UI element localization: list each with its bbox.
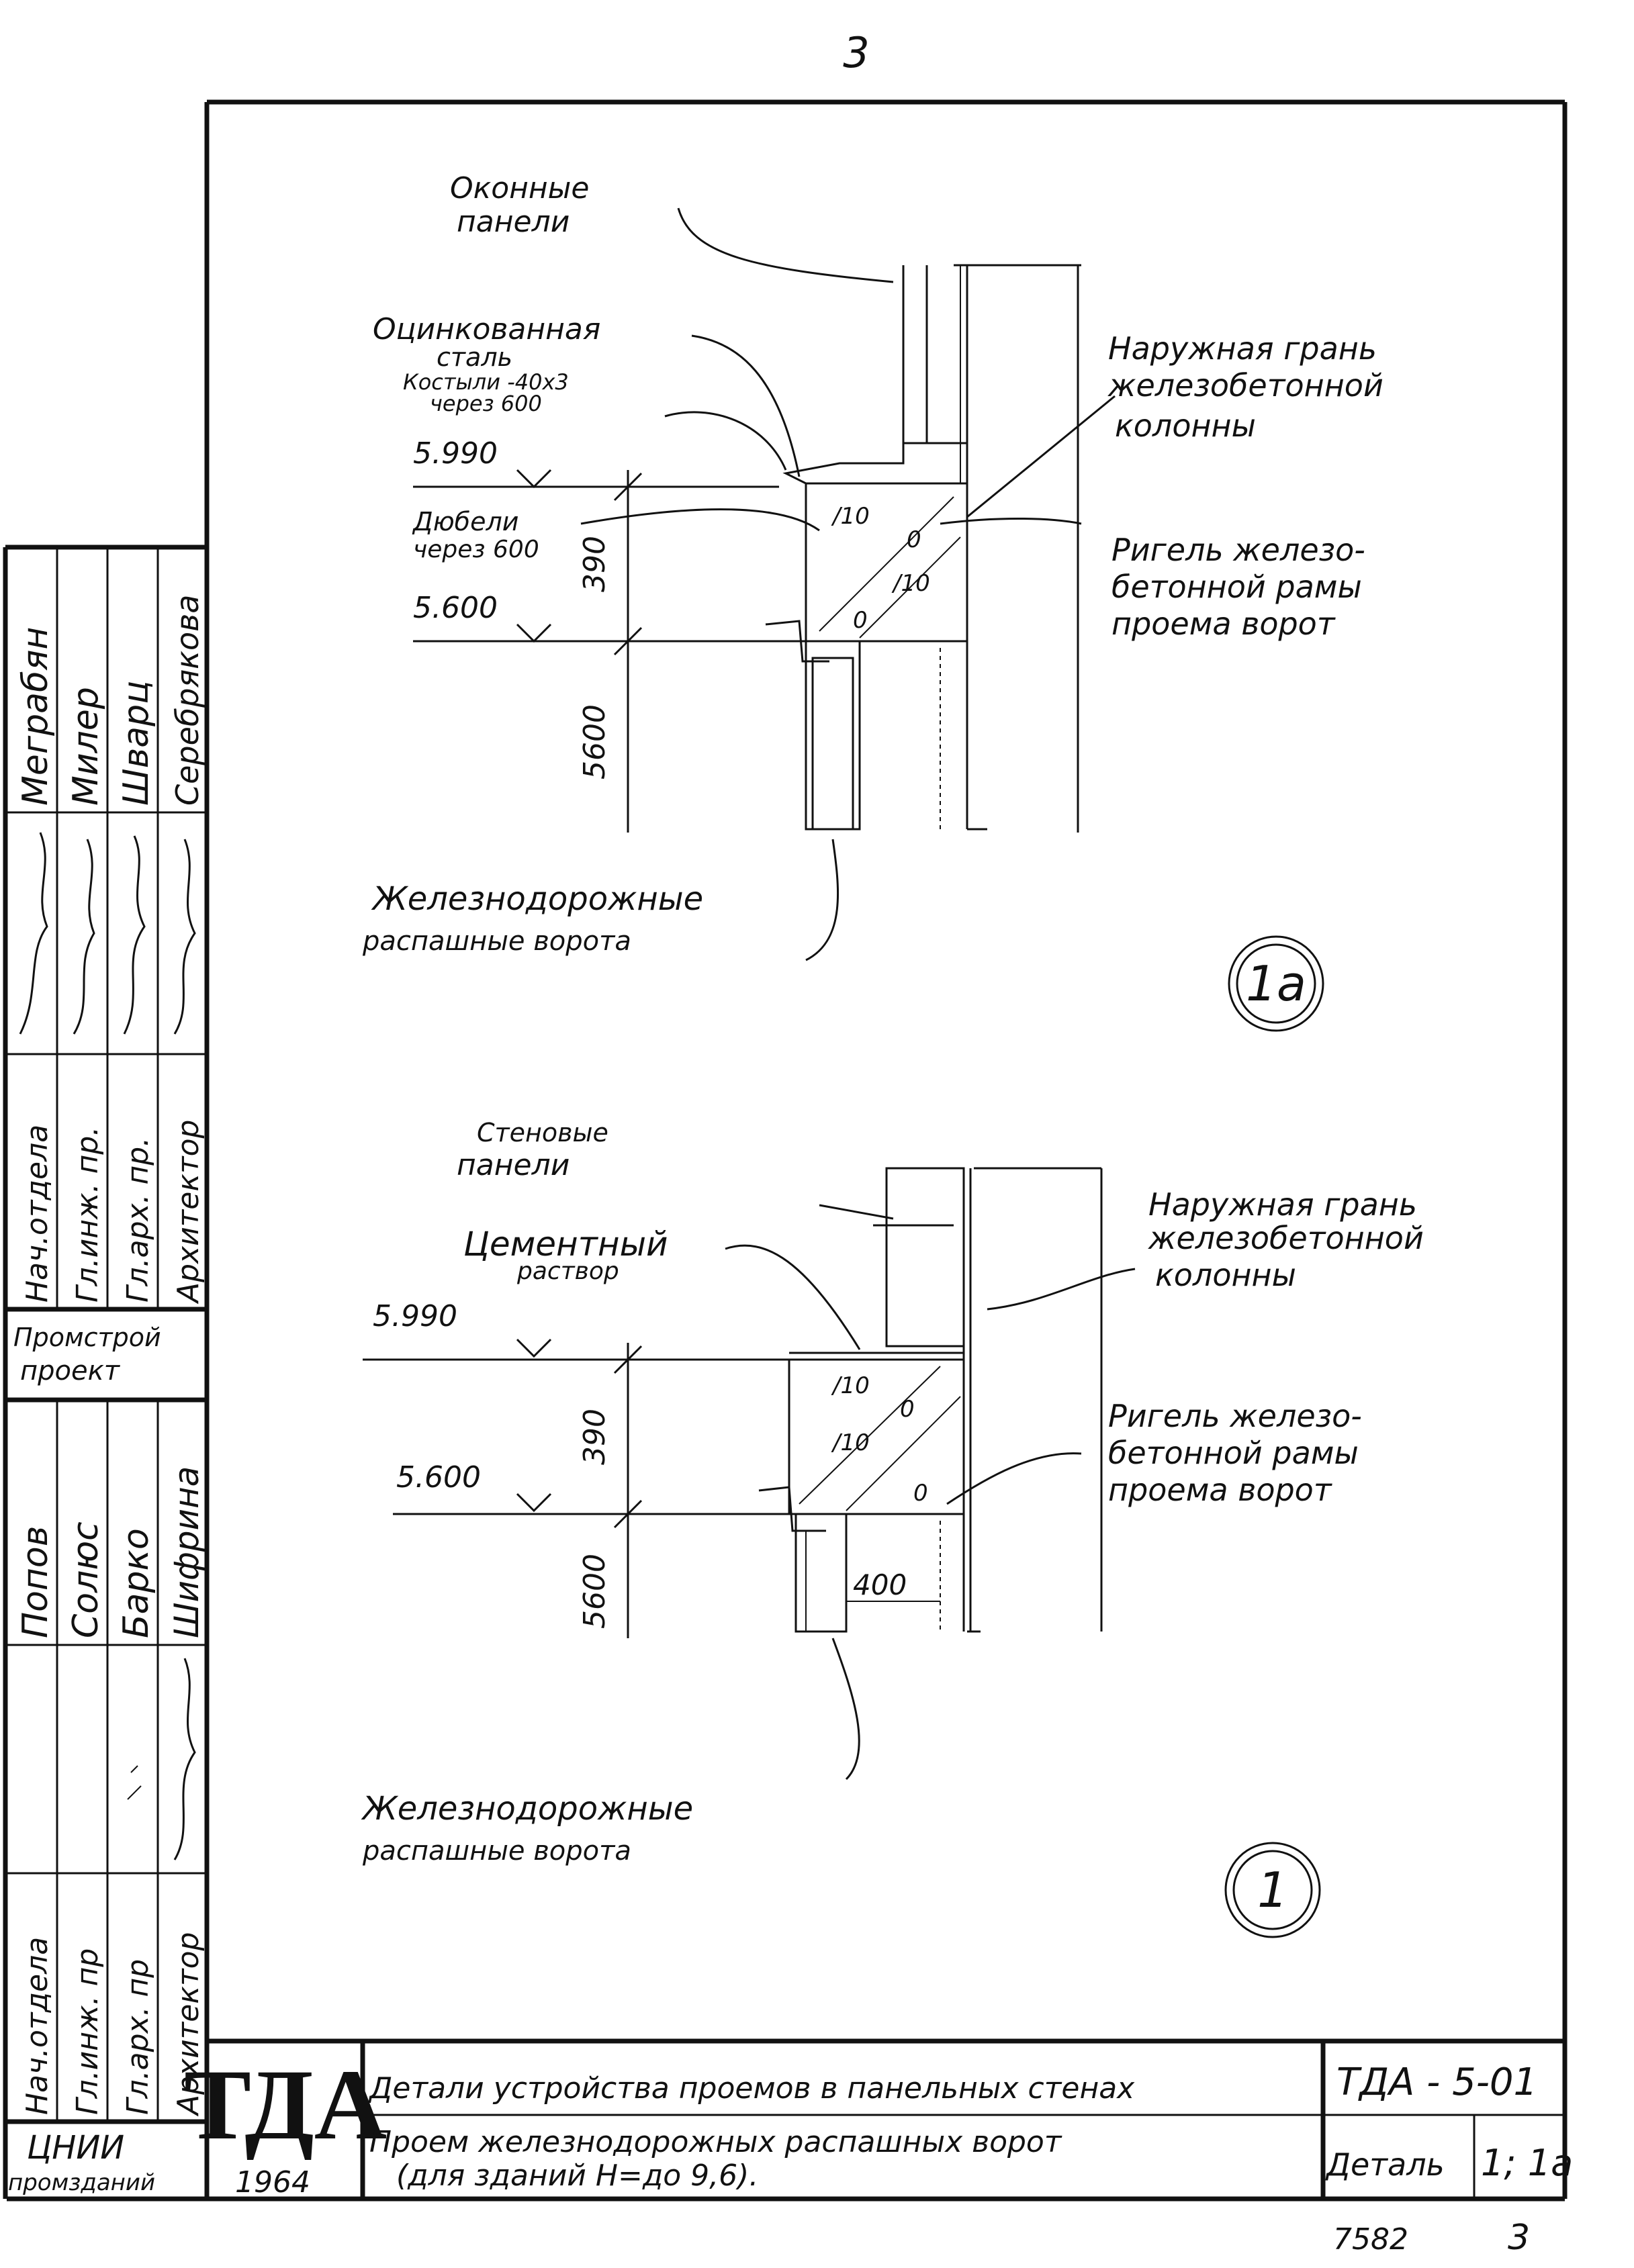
- svg-text:бетонной рамы: бетонной рамы: [1111, 569, 1362, 605]
- svg-text:Железнодорожные: Железнодорожные: [371, 880, 703, 918]
- svg-text:5.600: 5.600: [413, 591, 498, 625]
- title-line-3: (для зданий Н=до 9,6).: [396, 2159, 758, 2193]
- page-number: 3: [843, 28, 869, 77]
- title-line-2: Проем железнодорожных распашных ворот: [369, 2125, 1062, 2159]
- mark-1: 1: [1257, 1862, 1288, 1918]
- svg-text:Архитектор: Архитектор: [171, 1120, 206, 1305]
- svg-text:/10: /10: [891, 570, 930, 597]
- svg-text:панели: панели: [457, 205, 570, 239]
- svg-text:390: 390: [578, 536, 612, 592]
- svg-text:Архитектор: Архитектор: [171, 1932, 206, 2117]
- svg-text:Милер: Милер: [66, 687, 106, 806]
- svg-text:раствор: раствор: [516, 1258, 619, 1285]
- svg-text:Наружная грань: Наружная грань: [1148, 1186, 1417, 1223]
- svg-text:5600: 5600: [578, 1554, 612, 1629]
- svg-text:Нач.отдела: Нач.отдела: [20, 1937, 54, 2115]
- svg-text:колонны: колонны: [1155, 1257, 1296, 1293]
- side-stamp: Меграбян Милер Шварц Серебрякова Нач.отд…: [3, 545, 207, 2199]
- svg-text:Барко: Барко: [116, 1528, 156, 1638]
- svg-text:Шифрина: Шифрина: [167, 1466, 206, 1638]
- svg-text:Гл.арх. пр.: Гл.арх. пр.: [121, 1137, 155, 1303]
- logo: ТДА: [184, 2049, 387, 2161]
- svg-text:0: 0: [907, 526, 921, 553]
- svg-text:Солюс: Солюс: [66, 1521, 106, 1638]
- svg-text:/10: /10: [831, 1372, 870, 1399]
- svg-text:Цементный: Цементный: [463, 1225, 668, 1264]
- doc-number: 7582: [1333, 2222, 1408, 2257]
- svg-text:Гл.инж. пр: Гл.инж. пр: [71, 1948, 105, 2115]
- svg-text:железобетонной: железобетонной: [1107, 367, 1383, 404]
- svg-text:распашные ворота: распашные ворота: [362, 926, 631, 957]
- svg-text:колонны: колонны: [1115, 408, 1256, 444]
- svg-text:железобетонной: железобетонной: [1148, 1220, 1424, 1256]
- svg-text:Меграбян: Меграбян: [15, 627, 56, 806]
- title-block: ТДА 1964 Детали устройства проемов в пан…: [184, 2038, 1573, 2258]
- mark-1a: 1а: [1246, 955, 1306, 1012]
- svg-text:панели: панели: [457, 1148, 570, 1182]
- svg-text:Дюбели: Дюбели: [412, 507, 518, 536]
- svg-text:ЦНИИ: ЦНИИ: [27, 2129, 124, 2167]
- svg-text:390: 390: [578, 1409, 612, 1465]
- svg-text:0: 0: [900, 1396, 915, 1423]
- svg-text:Костыли -40х3: Костыли -40х3: [403, 369, 569, 395]
- svg-text:5.990: 5.990: [413, 436, 498, 471]
- mark-1-circle: [1224, 1842, 1321, 1938]
- svg-text:промзданий: промзданий: [8, 2169, 155, 2196]
- svg-text:Наружная грань: Наружная грань: [1108, 330, 1377, 367]
- svg-text:Гл.инж. пр.: Гл.инж. пр.: [71, 1127, 105, 1303]
- svg-text:через 600: через 600: [413, 536, 539, 563]
- detail-label: Деталь: [1325, 2146, 1445, 2183]
- year: 1964: [235, 2165, 310, 2200]
- svg-text:5600: 5600: [578, 704, 612, 779]
- doc-code: ТДА - 5-01: [1336, 2061, 1537, 2104]
- svg-text:/10: /10: [831, 503, 870, 530]
- svg-text:5.600: 5.600: [396, 1460, 481, 1495]
- svg-text:Промстрой: Промстрой: [13, 1323, 161, 1352]
- svg-text:Попов: Попов: [15, 1526, 56, 1638]
- svg-text:Шварц: Шварц: [116, 680, 156, 806]
- svg-text:Серебрякова: Серебрякова: [169, 595, 206, 806]
- svg-text:Стеновые: Стеновые: [477, 1118, 608, 1147]
- svg-text:через 600: через 600: [430, 391, 542, 416]
- svg-text:Оконные: Оконные: [450, 171, 589, 205]
- svg-text:проема ворот: проема ворот: [1111, 606, 1336, 642]
- svg-text:проема ворот: проема ворот: [1108, 1472, 1332, 1508]
- sheet-number: 3: [1508, 2218, 1530, 2258]
- svg-text:400: 400: [853, 1568, 907, 1601]
- svg-text:/10: /10: [831, 1429, 870, 1456]
- detail-value: 1; 1а: [1481, 2142, 1573, 2184]
- svg-text:5.990: 5.990: [373, 1299, 457, 1333]
- mark-1a-circle: [1228, 935, 1324, 1032]
- svg-text:распашные ворота: распашные ворота: [362, 1836, 631, 1867]
- svg-text:0: 0: [913, 1480, 928, 1507]
- svg-text:бетонной рамы: бетонной рамы: [1108, 1435, 1359, 1471]
- detail-1: /10 0 /10 0 5.990 5.600 390 5600 400 Сте…: [361, 1118, 1424, 1938]
- svg-text:Железнодорожные: Железнодорожные: [361, 1790, 693, 1828]
- detail-1a: /10 0 /10 0 5.990 5.600 390 5600 Оконные…: [362, 171, 1383, 1032]
- svg-text:Ригель железо-: Ригель железо-: [1108, 1398, 1362, 1434]
- svg-text:проект: проект: [20, 1356, 121, 1386]
- svg-text:Гл.арх. пр: Гл.арх. пр: [121, 1959, 155, 2115]
- svg-text:Ригель железо-: Ригель железо-: [1111, 532, 1365, 568]
- svg-text:0: 0: [853, 607, 868, 634]
- svg-text:сталь: сталь: [437, 342, 512, 372]
- title-line-1: Детали устройства проемов в панельных ст…: [368, 2071, 1135, 2106]
- svg-text:Оцинкованная: Оцинкованная: [373, 312, 600, 346]
- svg-text:Нач.отдела: Нач.отдела: [20, 1125, 54, 1303]
